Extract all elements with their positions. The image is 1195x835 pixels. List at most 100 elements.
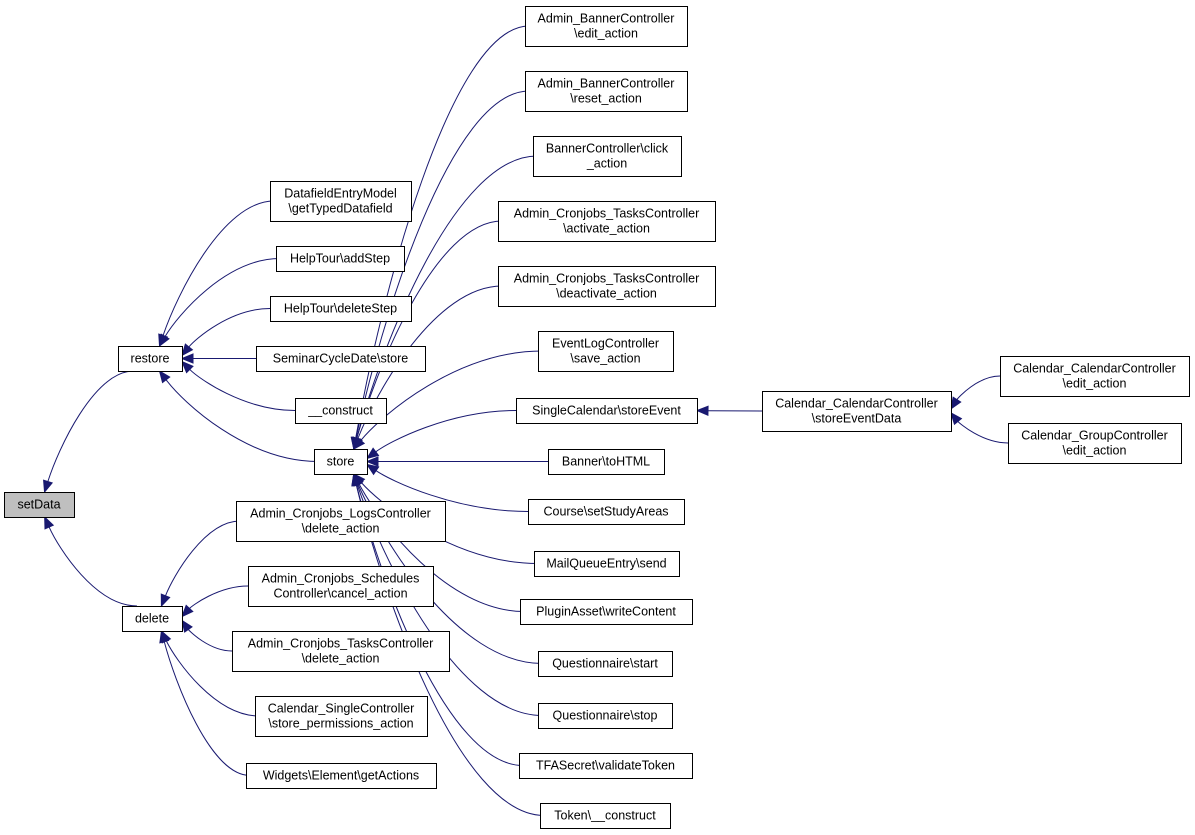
node-pluginasset-writecontent[interactable]: PluginAsset\writeContent [520, 599, 693, 625]
edge-line [188, 308, 271, 348]
arrow-head-icon [181, 360, 194, 374]
node-admin-cronjobs-taskscontroller-deactivate-action[interactable]: Admin_Cronjobs_TasksController\deactivat… [498, 266, 716, 307]
node-calendar-calendarcontroller-edit-action[interactable]: Calendar_CalendarController\edit_action [1000, 356, 1190, 397]
node-label: Calendar_SingleController [268, 702, 415, 716]
edge-line [956, 375, 1001, 400]
node-construct[interactable]: __construct [295, 398, 387, 424]
edge-line [165, 640, 260, 717]
arrow-head-icon [365, 447, 380, 460]
arrow-head-icon [365, 463, 380, 476]
node-label: \delete_action [302, 522, 380, 536]
node-admin-cronjobs-schedules-controller-cancel-action[interactable]: Admin_Cronjobs_SchedulesController\cance… [248, 566, 434, 607]
node-widgets-element-getactions[interactable]: Widgets\Element\getActions [246, 763, 437, 789]
edge-line [162, 200, 275, 336]
node-setdata[interactable]: setData [4, 492, 75, 518]
node-label: Controller\cancel_action [273, 587, 407, 601]
edge-line [165, 520, 241, 596]
edge-line [47, 370, 135, 482]
node-label: Token\__construct [554, 809, 656, 823]
node-admin-cronjobs-taskscontroller-activate-action[interactable]: Admin_Cronjobs_TasksController\activate_… [498, 201, 716, 242]
node-admin-bannercontroller-edit-action[interactable]: Admin_BannerController\edit_action [525, 6, 688, 47]
node-eventlogcontroller-save-action[interactable]: EventLogController\save_action [538, 331, 674, 372]
node-label: Admin_BannerController [538, 77, 675, 91]
node-label: SeminarCycleDate\store [273, 352, 409, 366]
edge-n9-to-n2 [160, 520, 241, 608]
node-token-construct[interactable]: Token\__construct [540, 803, 671, 829]
node-calendar-singlecontroller-store-permissions-action[interactable]: Calendar_SingleController\store_permissi… [255, 696, 428, 737]
node-restore[interactable]: restore [118, 346, 183, 372]
edge-n20-to-n8 [365, 410, 517, 460]
node-label: SingleCalendar\storeEvent [532, 404, 681, 418]
edge-n6-to-n1 [180, 353, 257, 364]
node-box [295, 398, 387, 424]
edge-n29-to-n20 [695, 405, 763, 416]
node-box [498, 266, 716, 307]
edge-line [355, 25, 530, 439]
node-label: \edit_action [1063, 377, 1127, 391]
edge-line [356, 155, 538, 439]
arrow-head-icon [181, 604, 194, 618]
node-tfasecret-validatetoken[interactable]: TFASecret\validateToken [519, 753, 693, 779]
node-store[interactable]: store [314, 449, 368, 475]
edge-n22-to-n8 [365, 463, 529, 512]
arrow-head-icon [950, 411, 963, 426]
arrow-head-icon [352, 436, 366, 451]
node-box [246, 763, 437, 789]
node-label: delete [135, 612, 169, 626]
edge-line [48, 526, 138, 607]
edge-line [187, 629, 233, 652]
node-calendar-groupcontroller-edit-action[interactable]: Calendar_GroupController\edit_action [1008, 423, 1182, 464]
arrow-head-icon [181, 343, 194, 357]
node-seminarcycledate-store[interactable]: SeminarCycleDate\store [256, 346, 426, 372]
node-label: Widgets\Element\getActions [263, 769, 419, 783]
node-label: HelpTour\deleteStep [284, 302, 397, 316]
node-box [534, 551, 680, 577]
node-box [525, 6, 688, 47]
node-label: \delete_action [302, 652, 380, 666]
node-box [236, 501, 446, 542]
node-label: Questionnaire\stop [553, 709, 658, 723]
node-box [548, 449, 665, 475]
node-calendar-calendarcontroller-storeeventdata[interactable]: Calendar_CalendarController\storeEventDa… [762, 391, 952, 432]
node-delete[interactable]: delete [122, 606, 183, 632]
node-helptour-deletestep[interactable]: HelpTour\deleteStep [270, 296, 412, 322]
node-admin-cronjobs-taskscontroller-delete-action[interactable]: Admin_Cronjobs_TasksController\delete_ac… [232, 631, 450, 672]
arrow-head-icon [43, 479, 54, 494]
node-questionnaire-stop[interactable]: Questionnaire\stop [538, 703, 673, 729]
node-questionnaire-start[interactable]: Questionnaire\start [538, 651, 673, 677]
edge-layer [43, 25, 1009, 816]
edge-n30-to-n29 [950, 375, 1001, 411]
node-label: setData [17, 498, 60, 512]
node-course-setstudyareas[interactable]: Course\setStudyAreas [528, 499, 685, 525]
node-label: __construct [307, 404, 373, 418]
node-label: _action [586, 157, 627, 171]
edge-line [164, 258, 281, 337]
node-label: Course\setStudyAreas [543, 505, 668, 519]
edge-n1-to-n0 [43, 370, 135, 494]
node-box [538, 703, 673, 729]
node-mailqueueentry-send[interactable]: MailQueueEntry\send [534, 551, 680, 577]
node-label: Admin_Cronjobs_Schedules [262, 572, 420, 586]
node-box [276, 246, 405, 272]
node-admin-cronjobs-logscontroller-delete-action[interactable]: Admin_Cronjobs_LogsController\delete_act… [236, 501, 446, 542]
edge-line [358, 483, 525, 612]
edge-n3-to-n1 [158, 200, 275, 348]
arrow-head-icon [950, 396, 962, 411]
node-label: BannerController\click [546, 142, 669, 156]
node-label: \storeEventData [812, 412, 902, 426]
arrow-head-icon [159, 629, 170, 644]
node-helptour-addstep[interactable]: HelpTour\addStep [276, 246, 405, 272]
node-bannercontroller-click-action[interactable]: BannerController\click_action [533, 136, 682, 177]
node-datafieldentrymodel-gettypeddatafield[interactable]: DatafieldEntryModel\getTypedDatafield [270, 181, 412, 222]
node-label: Admin_Cronjobs_TasksController [514, 272, 700, 286]
node-label: \edit_action [574, 27, 638, 41]
node-banner-tohtml[interactable]: Banner\toHTML [548, 449, 665, 475]
node-box [533, 136, 682, 177]
node-label: restore [131, 352, 170, 366]
node-box [540, 803, 671, 829]
node-admin-bannercontroller-reset-action[interactable]: Admin_BannerController\reset_action [525, 71, 688, 112]
node-singlecalendar-storeevent[interactable]: SingleCalendar\storeEvent [516, 398, 698, 424]
node-box [4, 492, 75, 518]
arrow-head-icon [44, 515, 55, 530]
